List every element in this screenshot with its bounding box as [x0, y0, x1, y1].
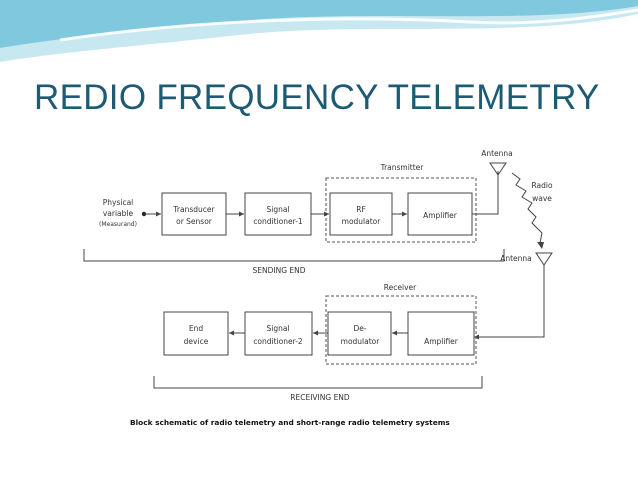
end-device-line2: device — [184, 337, 209, 346]
input-label-line3: (Measurand) — [99, 221, 137, 228]
receiver-label: Receiver — [384, 283, 417, 292]
arrowhead — [156, 211, 161, 217]
arrowhead — [402, 211, 407, 217]
signal-conditioner-1-line1: Signal — [266, 205, 289, 214]
slide-title: REDIO FREQUENCY TELEMETRY — [34, 78, 600, 117]
demodulator-line1: De- — [353, 324, 366, 333]
end-device-block — [163, 311, 229, 356]
header-wave-decoration — [0, 0, 638, 62]
radio-wave-line2: wave — [532, 194, 552, 203]
signal-conditioner-2-line1: Signal — [266, 324, 289, 333]
arrowhead — [239, 211, 244, 217]
receiving-end-bracket — [153, 376, 483, 389]
sending-end-label: SENDING END — [252, 266, 305, 275]
transducer-block — [161, 192, 227, 236]
receiver-group — [325, 295, 477, 365]
sending-end-bracket — [83, 249, 505, 262]
transducer-line2: or Sensor — [176, 217, 213, 226]
arrowhead — [392, 330, 397, 336]
connector-tx-antenna — [472, 171, 499, 215]
wave-dark-band — [0, 0, 638, 48]
input-label-line1: Physical — [103, 198, 134, 207]
arrowhead — [324, 211, 329, 217]
radio-wave-line1: Radio — [531, 181, 552, 190]
wave-white-streak — [59, 8, 638, 42]
connector-rx-antenna — [474, 265, 545, 338]
rf-modulator-block — [329, 192, 393, 236]
transmitter-label: Transmitter — [380, 163, 425, 172]
transmitter-group — [325, 177, 477, 243]
rx-amplifier-block — [407, 311, 475, 356]
receiving-end-label: RECEIVING END — [290, 393, 350, 402]
signal-conditioner-2-block — [244, 311, 313, 356]
tx-amplifier-line1: Amplifier — [423, 211, 458, 220]
block-diagram: Physical variable (Measurand) Transmitte… — [83, 149, 553, 427]
signal-conditioner-1-line2: conditioner-1 — [253, 217, 303, 226]
arrowhead — [313, 330, 318, 336]
arrowhead — [537, 242, 544, 249]
tx-antenna-icon — [489, 162, 507, 176]
antenna-bottom-label: Antenna — [500, 254, 532, 263]
rf-modulator-line2: modulator — [342, 217, 382, 226]
antenna-top-label: Antenna — [481, 149, 513, 158]
rx-amplifier-line1: Amplifier — [424, 337, 459, 346]
signal-conditioner-1-block — [244, 192, 312, 236]
demodulator-block — [327, 311, 392, 356]
end-device-line1: End — [189, 324, 203, 333]
tx-amplifier-block — [407, 192, 473, 236]
demodulator-line2: modulator — [341, 337, 381, 346]
arrowhead — [229, 330, 234, 336]
rf-modulator-line1: RF — [356, 205, 366, 214]
input-label-line2: variable — [103, 209, 134, 218]
transducer-line1: Transducer — [172, 205, 215, 214]
rx-antenna-icon — [535, 252, 553, 266]
signal-conditioner-2-line2: conditioner-2 — [253, 337, 303, 346]
diagram-caption: Block schematic of radio telemetry and s… — [130, 418, 450, 427]
radio-wave-zigzag — [511, 172, 543, 244]
